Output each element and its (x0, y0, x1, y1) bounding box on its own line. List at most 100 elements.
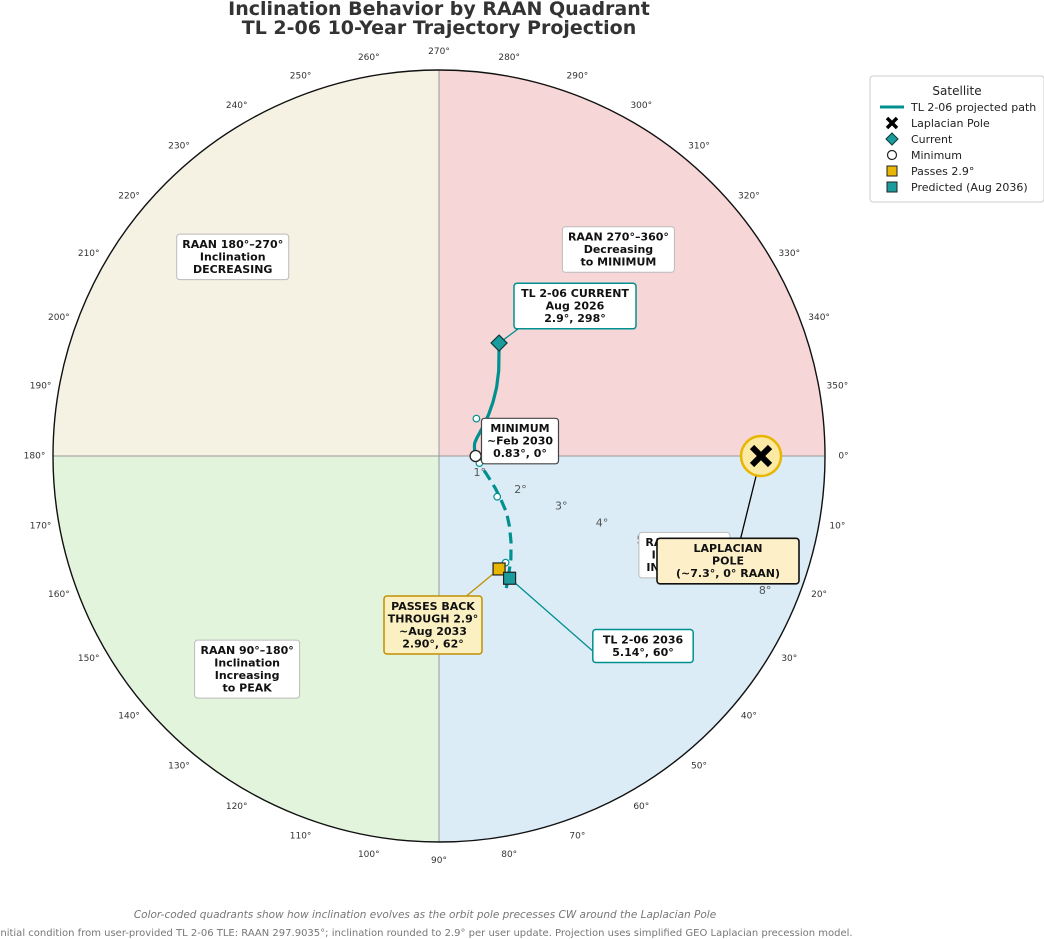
quadrant-label-q3-line: DECREASING (193, 263, 272, 276)
legend-label: Current (911, 133, 953, 146)
annotation-predicted-line: TL 2-06 2036 (603, 633, 684, 646)
annotation-passes-frame (383, 595, 483, 655)
annotation-minimum-frame (480, 417, 560, 465)
quadrant-label-q4-line: to MINIMUM (581, 256, 657, 269)
angle-tick-label: 200° (48, 313, 70, 323)
angle-tick-labels: 0°10°20°30°40°50°60°70°80°90°100°110°120… (24, 47, 849, 866)
angle-tick-label: 240° (226, 101, 248, 111)
radial-tick-label: 3° (555, 500, 568, 513)
annotation-passes-line: 2.90°, 62° (402, 637, 463, 650)
minimum-circle-marker (469, 449, 482, 463)
legend-diamond-symbol (885, 132, 899, 146)
radial-tick-label: 8° (759, 584, 772, 597)
quadrant-label-q4-frame (561, 226, 675, 273)
laplacian-pole-x-marker (749, 444, 773, 468)
angle-tick-label: 170° (30, 522, 52, 532)
annotation-minimum-line: MINIMUM (490, 422, 549, 435)
angle-tick-label: 340° (808, 313, 830, 323)
angle-tick-label: 60° (633, 802, 649, 812)
waypoint-marker (472, 414, 481, 423)
angle-tick-label: 300° (630, 101, 652, 111)
angle-tick-label: 10° (829, 522, 845, 532)
legend-label: Laplacian Pole (911, 117, 990, 130)
angle-tick-label: 50° (691, 761, 707, 771)
annotation-predicted-frame (592, 628, 694, 664)
angle-tick-label: 0° (838, 452, 848, 462)
annotation-predicted-line: 5.14°, 60° (612, 646, 673, 659)
annotation-current-frame (513, 282, 637, 330)
angle-tick-label: 30° (781, 654, 797, 664)
quadrant-label-q3-line: RAAN 180°–270° (182, 238, 283, 251)
annotation-pole-line: POLE (712, 555, 744, 568)
quadrant-label-q4-line: Decreasing (584, 243, 653, 256)
annotation-minimum-line: ~Feb 2030 (487, 435, 553, 448)
quadrant-label-q2-line: RAAN 90°–180° (200, 644, 293, 657)
legend-label: TL 2-06 projected path (910, 101, 1036, 114)
trajectory-markers (469, 334, 783, 585)
waypoint-marker (493, 492, 502, 501)
quadrant-label-q2-line: Increasing (215, 669, 280, 682)
angle-tick-label: 270° (428, 47, 450, 57)
annotation-passes-line: PASSES BACK (391, 600, 475, 613)
annotation-pole-line: LAPLACIAN (694, 542, 763, 555)
annotation-pole-line: (~7.3°, 0° RAAN) (676, 567, 780, 580)
angle-tick-label: 160° (48, 590, 70, 600)
angle-tick-label: 20° (811, 590, 827, 600)
radial-tick-label: 1° (474, 466, 487, 479)
angle-tick-label: 210° (78, 249, 100, 259)
radial-tick-label: 2° (514, 483, 527, 496)
predicted-connector (509, 577, 604, 661)
chart-title-line2: TL 2-06 10-Year Trajectory Projection (242, 17, 637, 39)
angle-tick-label: 70° (569, 832, 585, 842)
legend-label: Predicted (Aug 2036) (911, 181, 1028, 194)
legend-square-symbol (886, 165, 898, 177)
predicted-square-marker (502, 571, 517, 585)
legend-square-symbol (886, 181, 898, 193)
footer-note: Initial condition from user-provided TL … (0, 928, 853, 939)
quadrant-label-q3-line: Inclination (200, 250, 266, 263)
current-diamond-marker (490, 334, 508, 352)
angle-tick-label: 230° (168, 142, 190, 152)
legend-x-symbol (885, 116, 899, 130)
angle-tick-label: 260° (358, 53, 380, 63)
angle-tick-label: 350° (827, 381, 849, 391)
quadrant-label-q2-line: to PEAK (222, 681, 272, 694)
legend-label: Minimum (911, 149, 962, 162)
angle-tick-label: 110° (290, 832, 312, 842)
annotation-pole-frame (656, 537, 800, 585)
angle-tick-label: 120° (226, 802, 248, 812)
angle-tick-label: 290° (567, 71, 589, 81)
legend-title: Satellite (932, 84, 981, 98)
angle-tick-label: 80° (501, 850, 517, 860)
annotation-current-line: 2.9°, 298° (544, 312, 605, 325)
angle-tick-label: 100° (358, 850, 380, 860)
radial-tick-label: 4° (596, 517, 609, 530)
angle-tick-label: 330° (778, 249, 800, 259)
angle-tick-label: 130° (168, 761, 190, 771)
quadrant-label-q3-frame (176, 233, 290, 281)
legend-frame (869, 75, 1044, 203)
annotation-minimum-line: 0.83°, 0° (493, 447, 547, 460)
angle-tick-label: 90° (431, 856, 447, 866)
angle-tick-label: 190° (30, 381, 52, 391)
outer-circle (52, 69, 826, 843)
quadrant-label-q2-frame (194, 639, 301, 699)
quadrant-label-q2-line: Inclination (214, 656, 280, 669)
annotation-passes-line: ~Aug 2033 (399, 625, 467, 638)
angle-tick-label: 140° (118, 712, 140, 722)
angle-tick-label: 320° (738, 192, 760, 202)
polar-axes (52, 69, 826, 843)
angle-tick-label: 250° (290, 71, 312, 81)
footer-caption: Color-coded quadrants show how inclinati… (134, 909, 716, 921)
annotation-current-line: Aug 2026 (546, 300, 605, 313)
